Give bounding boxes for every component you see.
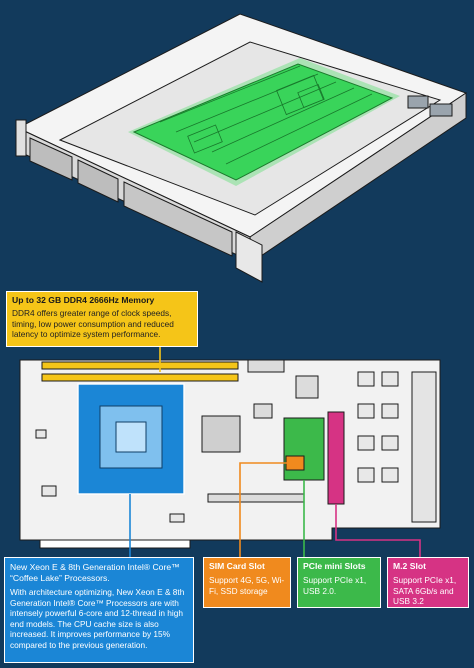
cpu-die	[115, 421, 147, 453]
board-highlight	[128, 58, 400, 186]
m2-leader	[335, 504, 421, 557]
cpu-callout: New Xeon E & 8th Generation Intel® Core™…	[4, 557, 194, 663]
rear-connector	[407, 95, 429, 109]
memory-description: DDR4 offers greater range of clock speed…	[12, 308, 174, 340]
memory-callout: Up to 32 GB DDR4 2666Hz Memory DDR4 offe…	[6, 291, 198, 347]
sim-leader	[239, 462, 290, 557]
jumper	[169, 513, 185, 523]
sim-description: Support 4G, 5G, Wi-Fi, SSD storage	[209, 575, 285, 596]
expansion-connector	[207, 493, 305, 503]
memory-title: Up to 32 GB DDR4 2666Hz Memory	[12, 295, 155, 305]
chip	[295, 375, 319, 399]
jumper	[41, 485, 57, 497]
m2-slot	[327, 411, 345, 505]
m2-description: Support PCIe x1, SATA 6Gb/s and USB 3.2	[393, 575, 457, 607]
pcie-mini-slot	[283, 417, 325, 481]
cpu-title: New Xeon E & 8th Generation Intel® Core™…	[10, 562, 180, 583]
front-io-panel	[123, 181, 233, 257]
m2-callout: M.2 Slot Support PCIe x1, SATA 6Gb/s and…	[387, 557, 469, 608]
motherboard	[19, 359, 441, 549]
drive-bay-1	[29, 137, 73, 181]
chip	[253, 403, 273, 419]
dimm-slot-2	[41, 373, 239, 382]
component-group	[357, 371, 399, 483]
pcie-mini-callout: PCIe mini Slots Support PCIe x1, USB 2.0…	[297, 557, 381, 608]
drive-bay-2	[77, 159, 119, 203]
pcie-description: Support PCIe x1, USB 2.0.	[303, 575, 367, 596]
dimm-slot-1	[41, 361, 239, 370]
pcie-title: PCIe mini Slots	[303, 561, 366, 571]
edge-connector	[39, 539, 191, 549]
left-handle	[15, 119, 27, 157]
leader-lines	[129, 347, 421, 557]
side-connector	[411, 371, 437, 523]
chipset	[201, 415, 241, 453]
sim-title: SIM Card Slot	[209, 561, 265, 571]
chip	[247, 359, 285, 373]
right-handle	[235, 231, 263, 283]
rear-connector	[429, 103, 453, 117]
cpu-description: With architecture optimizing, New Xeon E…	[10, 587, 185, 650]
jumper	[35, 429, 47, 439]
m2-title: M.2 Slot	[393, 561, 426, 571]
sim-card-callout: SIM Card Slot Support 4G, 5G, Wi-Fi, SSD…	[203, 557, 291, 608]
